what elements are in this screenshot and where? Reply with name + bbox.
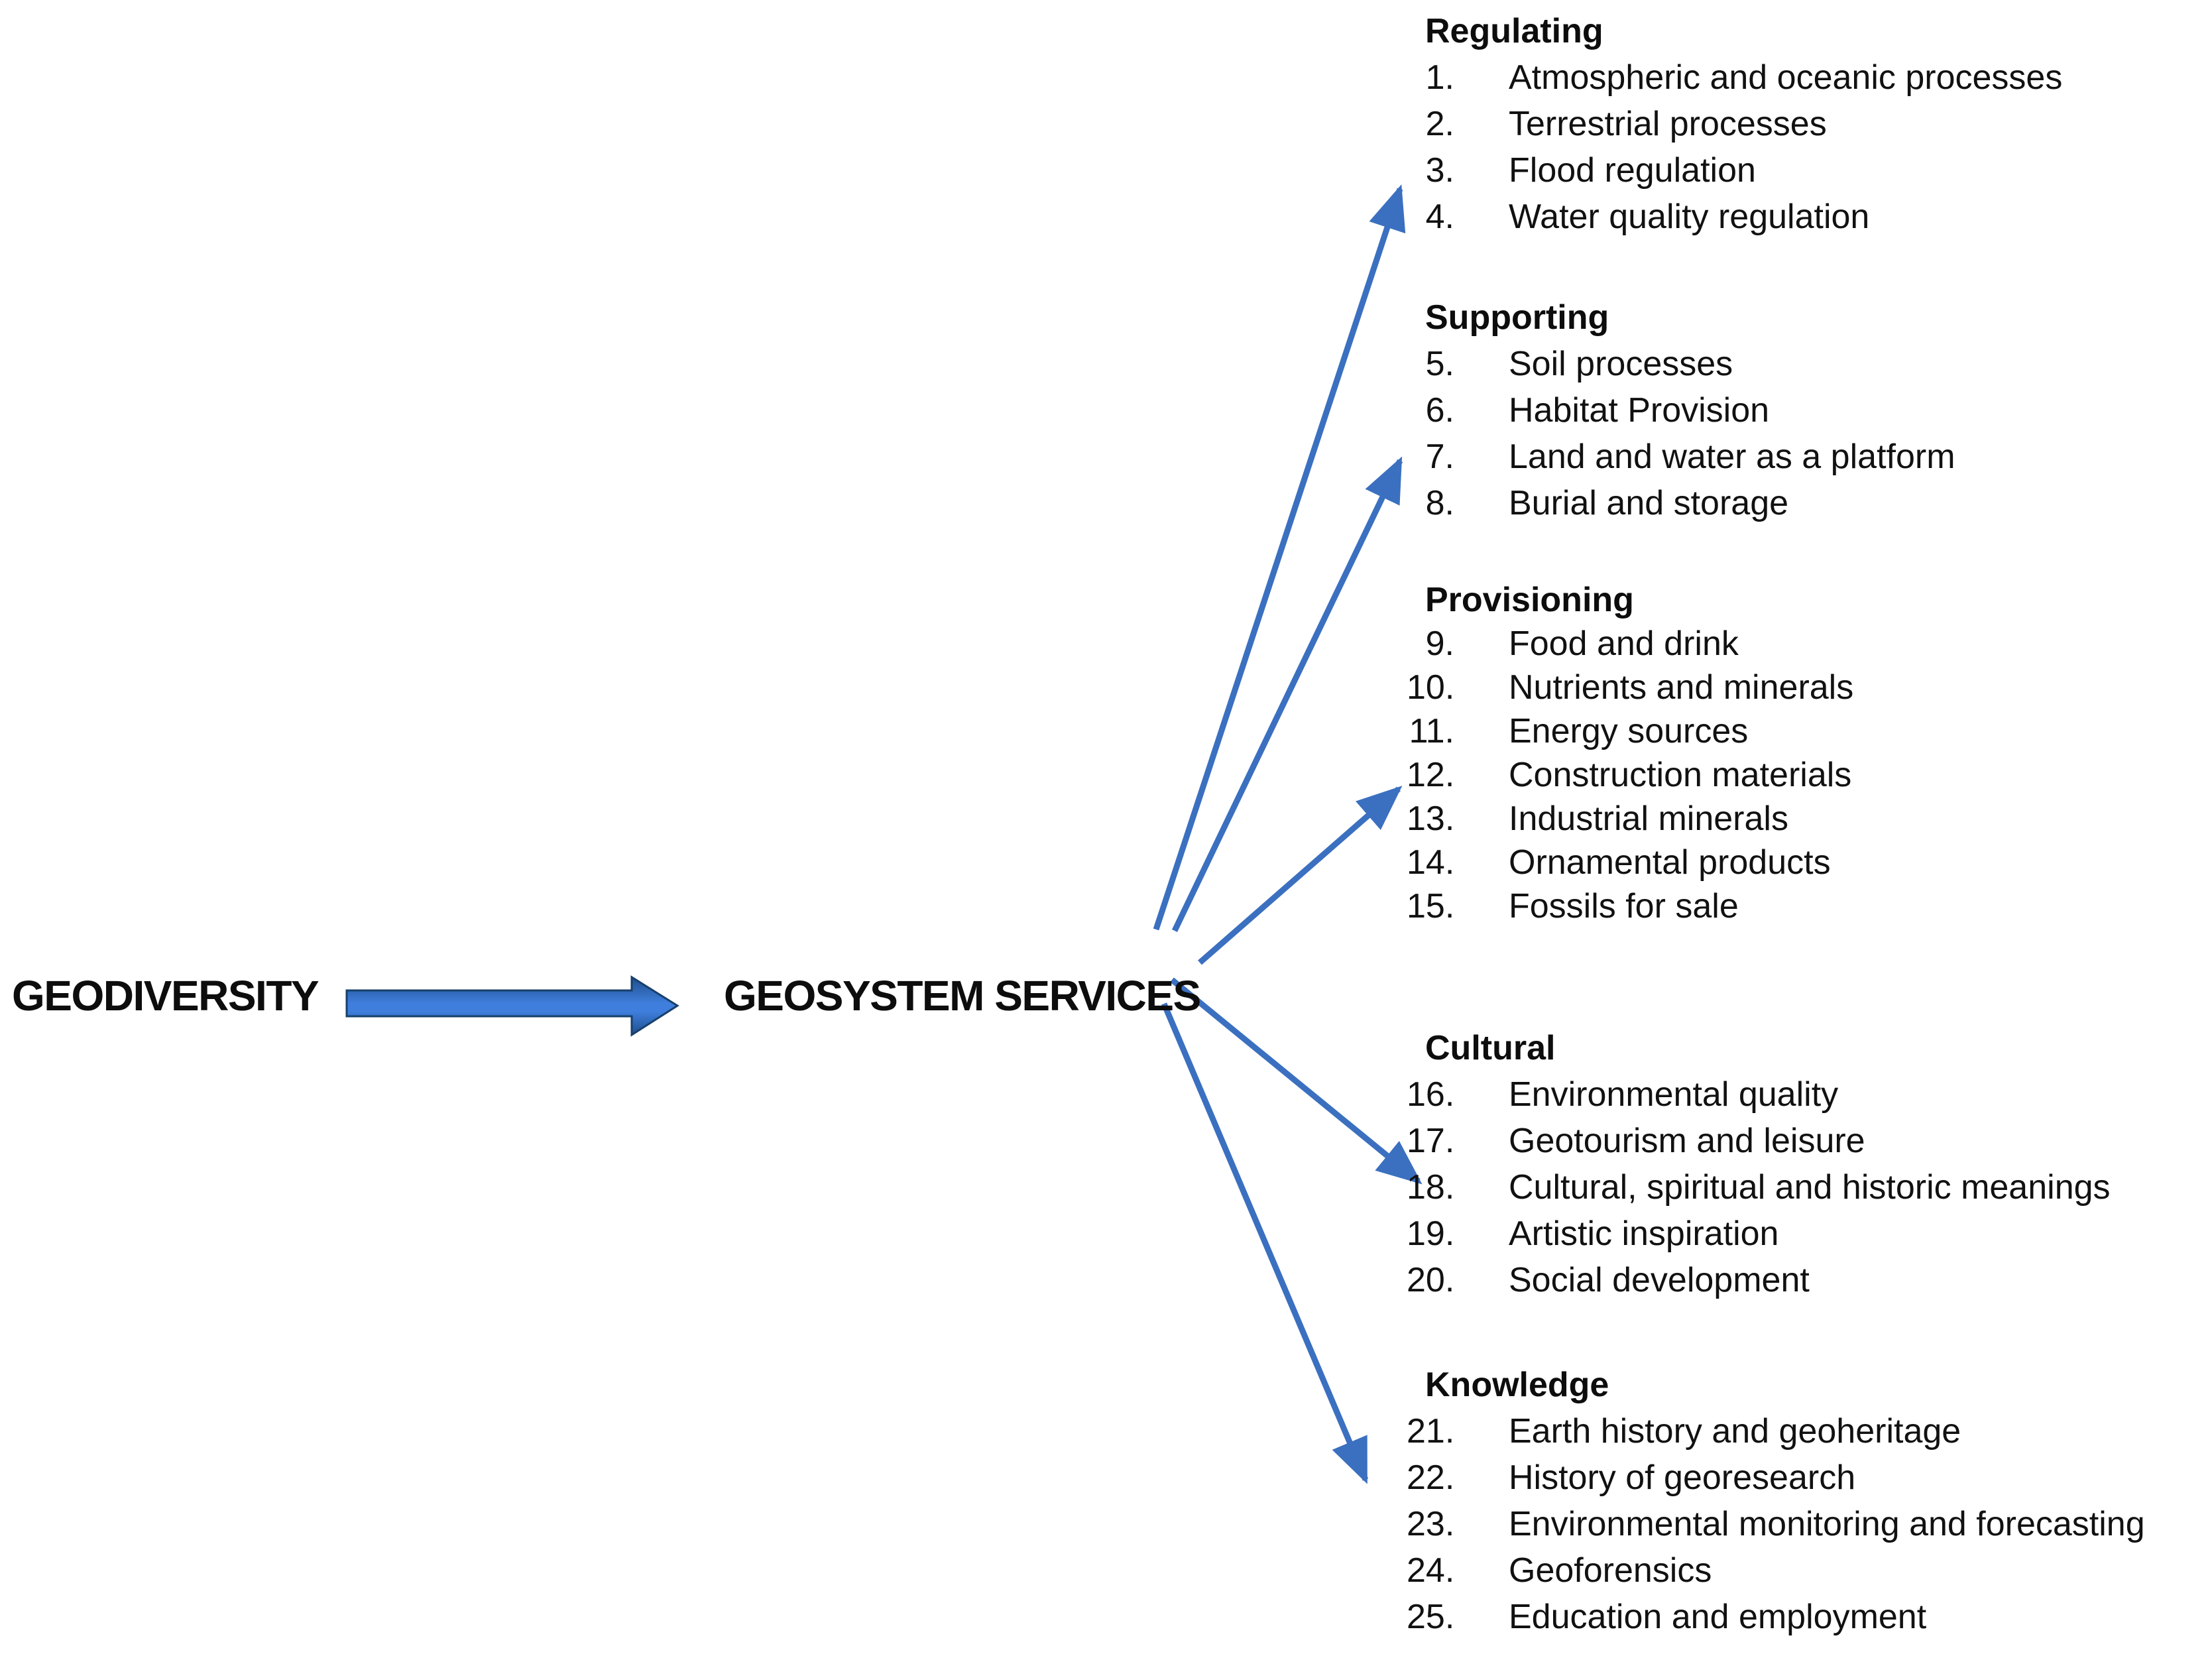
- item-label: History of georesearch: [1509, 1458, 1856, 1497]
- item-number: 13.: [1407, 800, 1455, 838]
- category-supporting: Supporting 5. Soil processes 6. Habitat Pr…: [1407, 294, 2212, 526]
- item-label: Atmospheric and oceanic processes: [1509, 58, 2063, 97]
- item-label: Construction materials: [1509, 756, 1852, 794]
- service-item: 4. Water quality regulation: [1407, 194, 2212, 240]
- item-label: Water quality regulation: [1509, 198, 1870, 236]
- item-label: Ornamental products: [1509, 843, 1831, 882]
- item-number: 16.: [1407, 1075, 1455, 1114]
- service-item: 21. Earth history and geoheritage: [1407, 1408, 2212, 1454]
- service-list: 9. Food and drink 10. Nutrients and minera…: [1407, 622, 2212, 928]
- service-list: 5. Soil processes 6. Habitat Provision 7. L…: [1407, 341, 2212, 526]
- item-number: 11.: [1409, 712, 1454, 750]
- item-number: 21.: [1407, 1412, 1455, 1451]
- item-number: 17.: [1407, 1122, 1455, 1160]
- item-number: 23.: [1407, 1505, 1455, 1543]
- service-item: 15. Fossils for sale: [1407, 884, 2212, 928]
- category-regulating: Regulating 1. Atmospheric and oceanic pro…: [1407, 8, 2212, 240]
- item-number: 15.: [1407, 887, 1455, 925]
- service-item: 7. Land and water as a platform: [1407, 434, 2212, 480]
- category-title: Provisioning: [1425, 581, 1634, 619]
- service-item: 11. Energy sources: [1407, 709, 2212, 753]
- item-label: Earth history and geoheritage: [1509, 1412, 1961, 1451]
- service-item: 17. Geotourism and leisure: [1407, 1118, 2212, 1164]
- service-item: 3. Flood regulation: [1407, 147, 2212, 194]
- item-label: Soil processes: [1509, 345, 1733, 383]
- service-item: 20. Social development: [1407, 1257, 2212, 1303]
- item-label: Environmental monitoring and forecasting: [1509, 1505, 2145, 1543]
- item-label: Land and water as a platform: [1509, 438, 1955, 476]
- arrow-to-supporting: [1171, 456, 1403, 932]
- item-number: 7.: [1425, 438, 1454, 476]
- category-knowledge: Knowledge 21. Earth history and geoherita…: [1407, 1362, 2212, 1640]
- item-label: Nutrients and minerals: [1509, 668, 1854, 707]
- category-title: Knowledge: [1425, 1366, 1609, 1404]
- service-item: 2. Terrestrial processes: [1407, 101, 2212, 147]
- category-cultural: Cultural 16. Environmental quality 17. Geo…: [1407, 1025, 2212, 1303]
- service-item: 8. Burial and storage: [1407, 480, 2212, 526]
- service-item: 23. Environmental monitoring and forecast…: [1407, 1501, 2212, 1547]
- item-label: Geoforensics: [1509, 1551, 1712, 1590]
- service-item: 6. Habitat Provision: [1407, 387, 2212, 434]
- item-number: 12.: [1407, 756, 1455, 794]
- service-list: 21. Earth history and geoheritage 22. Hist…: [1407, 1408, 2212, 1640]
- category-title: Cultural: [1425, 1029, 1556, 1067]
- item-number: 5.: [1425, 345, 1454, 383]
- item-label: Cultural, spiritual and historic meaning…: [1509, 1168, 2111, 1207]
- item-label: Terrestrial processes: [1509, 105, 1827, 143]
- item-number: 9.: [1425, 624, 1454, 663]
- service-item: 24. Geoforensics: [1407, 1547, 2212, 1594]
- arrow-to-regulating: [1153, 184, 1406, 931]
- item-label: Food and drink: [1509, 624, 1739, 663]
- geodiversity-label: GEODIVERSITY: [12, 972, 320, 1020]
- item-label: Education and employment: [1509, 1598, 1927, 1636]
- item-number: 6.: [1425, 391, 1454, 430]
- service-item: 5. Soil processes: [1407, 341, 2212, 387]
- category-provisioning: Provisioning 9. Food and drink 10. Nutrien…: [1407, 578, 2212, 928]
- item-label: Industrial minerals: [1509, 800, 1788, 838]
- item-number: 1.: [1425, 58, 1454, 97]
- item-label: Artistic inspiration: [1509, 1215, 1779, 1253]
- item-number: 24.: [1407, 1551, 1455, 1590]
- item-number: 8.: [1425, 484, 1454, 522]
- item-number: 18.: [1407, 1168, 1455, 1207]
- item-number: 25.: [1407, 1598, 1455, 1636]
- item-label: Geotourism and leisure: [1509, 1122, 1865, 1160]
- service-item: 10. Nutrients and minerals: [1407, 666, 2212, 709]
- service-item: 16. Environmental quality: [1407, 1071, 2212, 1118]
- item-label: Fossils for sale: [1509, 887, 1739, 925]
- service-item: 14. Ornamental products: [1407, 841, 2212, 884]
- item-label: Flood regulation: [1509, 151, 1756, 190]
- item-label: Energy sources: [1509, 712, 1749, 750]
- item-number: 19.: [1407, 1215, 1455, 1253]
- item-label: Environmental quality: [1509, 1075, 1839, 1114]
- service-item: 12. Construction materials: [1407, 753, 2212, 797]
- service-item: 13. Industrial minerals: [1407, 797, 2212, 841]
- arrow-to-knowledge: [1161, 1002, 1369, 1484]
- block-arrow-geodiversity-to-geosystem: [345, 975, 679, 1037]
- service-item: 22. History of georesearch: [1407, 1454, 2212, 1501]
- service-item: 19. Artistic inspiration: [1407, 1211, 2212, 1257]
- item-number: 10.: [1407, 668, 1455, 707]
- arrow-to-cultural: [1170, 977, 1423, 1185]
- item-label: Habitat Provision: [1509, 391, 1770, 430]
- item-number: 22.: [1407, 1458, 1455, 1497]
- category-title: Regulating: [1425, 12, 1603, 50]
- item-number: 4.: [1425, 198, 1454, 236]
- item-number: 2.: [1425, 105, 1454, 143]
- item-number: 20.: [1407, 1261, 1455, 1299]
- arrow-to-provisioning: [1198, 786, 1403, 965]
- item-number: 3.: [1425, 151, 1454, 190]
- service-item: 18. Cultural, spiritual and historic mean…: [1407, 1164, 2212, 1211]
- service-list: 1. Atmospheric and oceanic processes 2. Te…: [1407, 54, 2212, 240]
- geosystem-services-label: GEOSYSTEM SERVICES: [724, 972, 1201, 1020]
- item-label: Burial and storage: [1509, 484, 1789, 522]
- service-list: 16. Environmental quality 17. Geotourism a…: [1407, 1071, 2212, 1303]
- service-item: 1. Atmospheric and oceanic processes: [1407, 54, 2212, 101]
- service-item: 25. Education and employment: [1407, 1594, 2212, 1640]
- item-number: 14.: [1407, 843, 1455, 882]
- item-label: Social development: [1509, 1261, 1810, 1299]
- service-item: 9. Food and drink: [1407, 622, 2212, 666]
- category-title: Supporting: [1425, 298, 1609, 337]
